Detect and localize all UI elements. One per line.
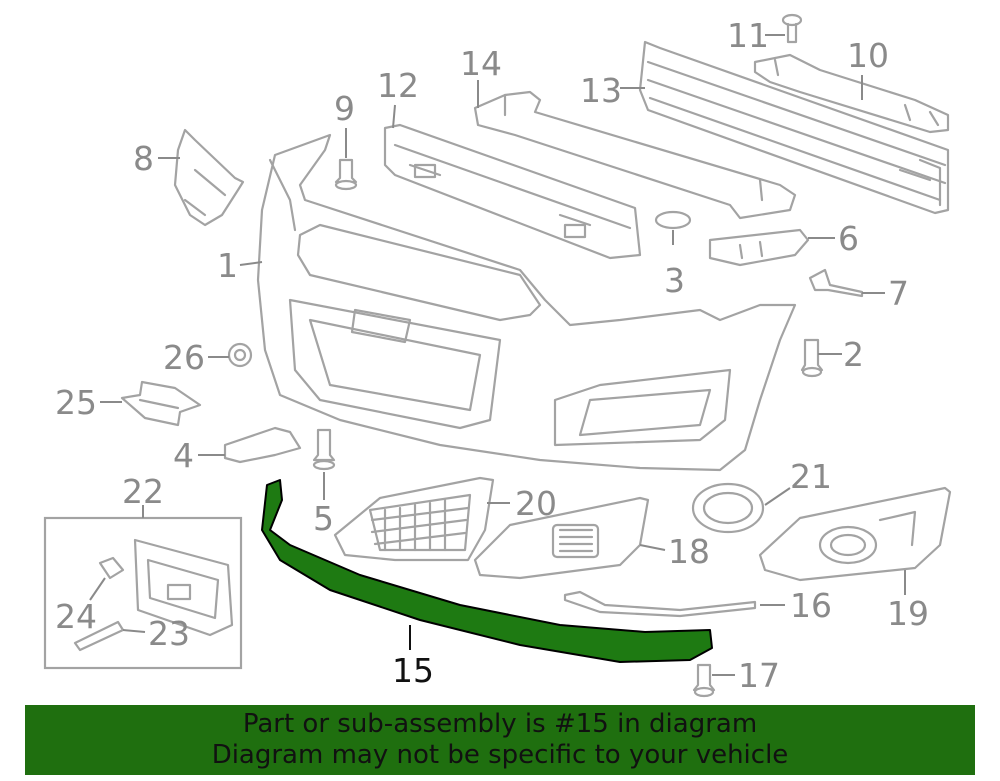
part-16-molding — [563, 590, 757, 618]
banner-line-part: Part or sub-assembly is #15 in diagram — [242, 709, 758, 739]
callout-9: 9 — [334, 89, 355, 128]
callout-20: 20 — [515, 484, 557, 523]
part-22-license-plate-bracket-box — [43, 516, 243, 670]
part-5-pin — [312, 428, 336, 471]
part-4-bracket — [223, 426, 302, 464]
callout-4: 4 — [173, 436, 194, 475]
callout-10: 10 — [847, 36, 889, 75]
part-20-grille — [333, 476, 495, 562]
callout-26: 26 — [163, 338, 205, 377]
callout-3: 3 — [664, 261, 685, 300]
callout-19: 19 — [887, 594, 929, 633]
part-8-bracket — [173, 128, 245, 227]
callout-21: 21 — [790, 457, 832, 496]
part-12-absorber — [383, 123, 642, 260]
callout-25: 25 — [55, 383, 97, 422]
callout-18: 18 — [668, 532, 710, 571]
part-18-bezel — [473, 496, 650, 580]
callout-14: 14 — [460, 44, 502, 83]
callout-2: 2 — [843, 335, 864, 374]
part-13-reinforcement — [638, 40, 950, 215]
callout-12: 12 — [377, 66, 419, 105]
part-14-upper-bar — [473, 90, 797, 220]
callout-1: 1 — [217, 246, 238, 285]
callout-17: 17 — [738, 656, 780, 695]
callout-8: 8 — [133, 139, 154, 178]
leader-lines — [89, 34, 906, 676]
part-11-bolt — [781, 13, 803, 44]
part-1-bumper-cover — [256, 133, 797, 472]
banner-line-disclaimer: Diagram may not be specific to your vehi… — [211, 740, 789, 770]
part-17-pin — [692, 663, 716, 698]
part-3-grommet — [654, 210, 692, 230]
part-21-ring — [691, 482, 765, 534]
disclaimer-banner: Part or sub-assembly is #15 in diagram D… — [25, 705, 975, 775]
part-6-bracket — [708, 228, 810, 267]
callout-23: 23 — [148, 614, 190, 653]
callout-5: 5 — [313, 499, 334, 538]
callout-6: 6 — [838, 219, 859, 258]
part-10-bracket — [753, 53, 950, 134]
part-9-pin — [334, 158, 358, 191]
part-7-screw — [808, 268, 864, 298]
parts-diagram: 1 2 3 4 5 6 7 8 9 10 11 12 13 14 15 16 1… — [43, 13, 952, 698]
callout-numbers: 1 2 3 4 5 6 7 8 9 10 11 12 13 14 15 16 1… — [55, 16, 929, 695]
part-26-nut — [227, 342, 253, 368]
callout-15: 15 — [392, 651, 434, 690]
callout-11: 11 — [727, 16, 769, 55]
callout-24: 24 — [55, 597, 97, 636]
part-15-air-deflector-highlight — [261, 479, 713, 663]
callout-7: 7 — [888, 274, 909, 313]
part-25-emblem — [120, 380, 202, 427]
part-2-pin — [800, 338, 824, 378]
callout-13: 13 — [580, 71, 622, 110]
callout-16: 16 — [790, 586, 832, 625]
part-19-bezel — [758, 486, 952, 582]
callout-22: 22 — [122, 472, 164, 511]
